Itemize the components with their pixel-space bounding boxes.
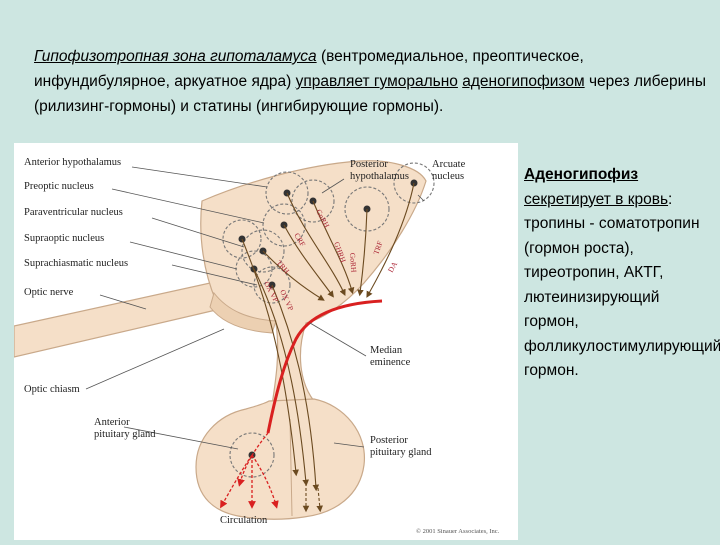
hormone-da: DA — [386, 260, 400, 274]
label-preoptic: Preoptic nucleus — [24, 181, 94, 192]
label-optic-nerve: Optic nerve — [24, 287, 74, 298]
nucleus-circle-4 — [222, 219, 262, 259]
side-body: тропины - соматотропин (гормон роста), т… — [524, 215, 720, 379]
label-anterior-hypothalamus: Anterior hypothalamus — [24, 157, 121, 168]
label-posterior-hypothalamus-2: hypothalamus — [350, 171, 409, 182]
intro-text: Гипофизотропная зона гипоталамуса (вентр… — [34, 44, 714, 119]
label-circulation: Circulation — [220, 515, 268, 526]
zone-term: Гипофизотропная зона гипоталамуса — [34, 48, 317, 65]
label-posterior-pituitary-1: Posterior — [370, 435, 408, 446]
controls-term: управляет гуморально — [295, 73, 458, 90]
intro-rest: через либерины (рилизинг-гормоны) и стат… — [34, 73, 706, 115]
adenohypophysis-text: Аденогипофиз секретирует в кровь: тропин… — [524, 166, 720, 379]
adeno-term: аденогипофизом — [462, 73, 585, 90]
secretes-term: секретирует в кровь — [524, 190, 669, 208]
nuclei-list: (вентромедиальное, преоптическое, инфунд… — [34, 48, 584, 90]
nucleus-circle-3 — [241, 229, 285, 273]
hypothalamus-tissue — [200, 160, 427, 406]
portal-vessel — [266, 299, 383, 434]
brown-arrow-2 — [316, 487, 323, 513]
hypothalamus-pituitary-figure: Anterior hypothalamus Preoptic nucleus P… — [13, 143, 518, 540]
side-heading: Аденогипофиз — [524, 166, 639, 183]
nucleus-circle-2 — [262, 203, 306, 247]
label-posterior-hypothalamus-1: Posterior — [350, 159, 388, 170]
hormone-trf: TRF — [371, 240, 384, 256]
lobe-divider — [289, 418, 293, 517]
label-median-eminence-2: eminence — [370, 357, 411, 368]
label-optic-chiasm: Optic chiasm — [24, 384, 80, 395]
label-arcuate-1: Arcuate — [432, 159, 466, 170]
nucleus-circle-10 — [229, 432, 275, 478]
label-median-eminence-1: Median — [370, 345, 403, 356]
label-suprachiasmatic: Suprachiasmatic nucleus — [24, 258, 128, 269]
label-copyright: © 2001 Sinauer Associates, Inc. — [416, 528, 500, 535]
nucleus-circle-8 — [344, 186, 390, 232]
hormone-gorh: GoRH — [348, 253, 358, 274]
leader-lines — [85, 166, 425, 450]
nucleus-circle-7 — [291, 179, 335, 223]
pituitary-gland-shape — [195, 398, 365, 520]
red-arrow-3 — [220, 454, 253, 509]
label-paraventricular: Paraventricular nucleus — [24, 207, 123, 218]
label-arcuate-2: nucleus — [432, 171, 464, 182]
axon-fibers — [241, 182, 415, 492]
nucleus-circle-9 — [393, 162, 435, 204]
nucleus-circle-6 — [253, 266, 291, 304]
nucleus-circles — [222, 162, 435, 478]
red-arrow-1 — [237, 432, 269, 487]
label-anterior-pituitary-1: Anterior — [94, 417, 130, 428]
label-supraoptic: Supraoptic nucleus — [24, 233, 104, 244]
optic-chiasm-shape — [209, 291, 277, 334]
red-arrow-4 — [251, 454, 279, 509]
label-posterior-pituitary-2: pituitary gland — [370, 447, 432, 458]
nucleus-circle-1 — [265, 171, 309, 215]
label-anterior-pituitary-2: pituitary gland — [94, 429, 156, 440]
